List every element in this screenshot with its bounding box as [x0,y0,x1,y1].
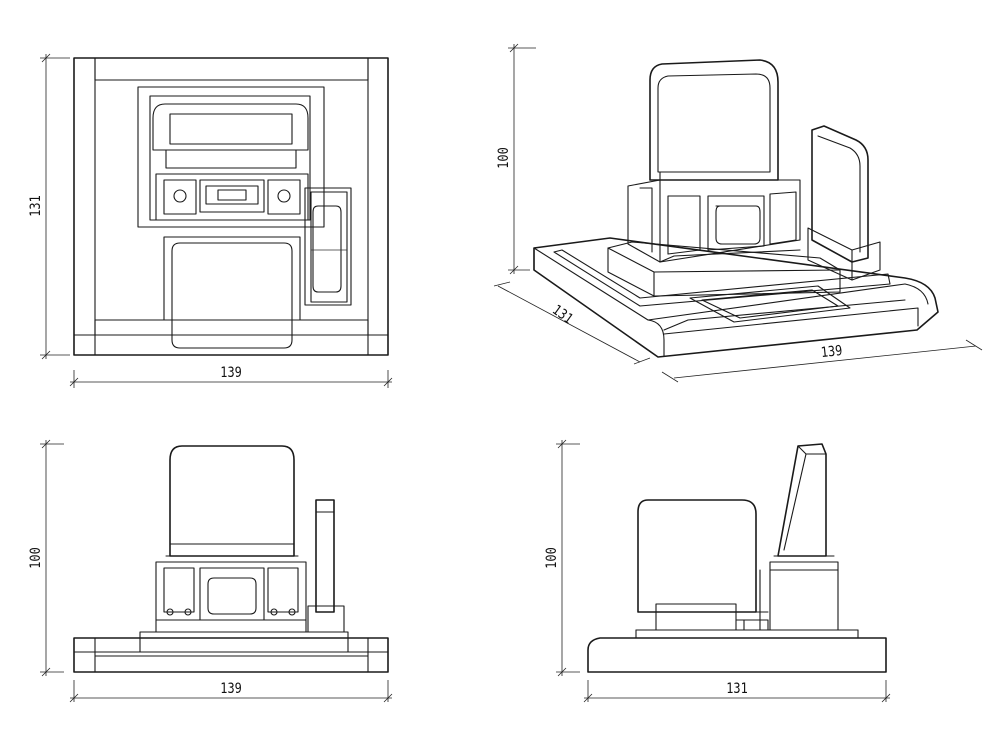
top-view: 139 131 [28,53,393,388]
iso-height-label: 100 [496,147,512,168]
front-platform [139,631,349,653]
iso-side-stele [811,125,869,263]
iso-ground-plate [689,285,851,323]
iso-view: 100 131 139 [493,43,983,383]
side-stele [637,499,757,613]
top-front-block [155,173,309,221]
top-width-label: 139 [220,365,241,381]
side-side-base [769,561,839,631]
front-side-stele [315,499,335,613]
front-width-label: 139 [220,681,241,697]
top-back-border [94,57,369,81]
front-stele [169,445,295,557]
side-width-label: 131 [726,681,747,697]
iso-depth-dim-line [497,285,641,363]
iso-width-dim-line [673,345,977,379]
top-front-slab [163,236,301,321]
side-view: 131 100 [544,439,891,703]
front-monument-block [155,561,307,633]
side-height-label: 100 [544,547,560,568]
front-base [73,637,389,673]
iso-base-slab [533,237,939,358]
front-height-label: 100 [28,547,44,568]
iso-width-label: 139 [820,343,843,361]
iso-depth-label: 131 [549,302,576,328]
top-depth-label: 131 [28,195,44,216]
side-base [587,637,887,673]
top-monument-base [137,86,325,228]
side-side-stele [777,443,827,557]
top-side-stele [304,187,352,306]
side-monument-block [655,603,737,631]
top-front-border [94,319,369,336]
front-view: 139 100 [28,439,393,703]
top-stele [152,103,309,151]
iso-stele [649,59,779,181]
top-outer-frame [73,57,389,356]
top-slab-plate [171,242,293,349]
